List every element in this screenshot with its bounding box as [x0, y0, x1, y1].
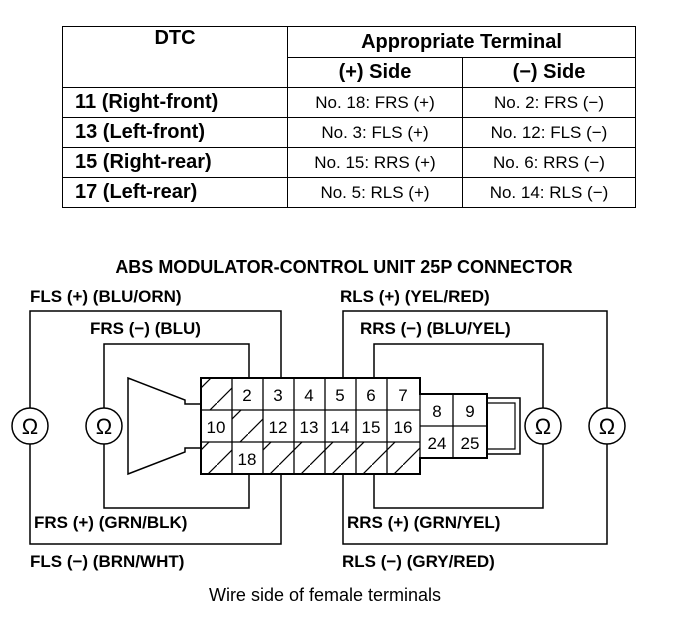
connector-body: 2 3 4 5 6 7 8 9 10 12 13 14 15 16 24 25 …	[200, 377, 488, 475]
minus-terminal: No. 12: FLS (−)	[462, 117, 636, 148]
label-frs-minus: FRS (−) (BLU)	[90, 319, 201, 338]
ohm-symbol: Ω	[96, 414, 112, 439]
ohm-symbol: Ω	[535, 414, 551, 439]
connector-latch	[127, 376, 202, 476]
header-dtc: DTC	[62, 26, 288, 88]
header-minus-side: (−) Side	[462, 57, 636, 88]
label-fls-minus: FLS (−) (BRN/WHT)	[30, 552, 184, 571]
pin-4: 4	[304, 386, 313, 405]
pin-15: 15	[362, 418, 381, 437]
connector-lock-tab-inner	[487, 402, 516, 450]
pin-16: 16	[394, 418, 413, 437]
pin-5: 5	[335, 386, 344, 405]
diagram-title: ABS MODULATOR-CONTROL UNIT 25P CONNECTOR	[115, 257, 572, 277]
pin-14: 14	[331, 418, 350, 437]
label-rls-plus: RLS (+) (YEL/RED)	[340, 287, 490, 306]
pin-6: 6	[366, 386, 375, 405]
dtc-code: 17 (Left-rear)	[62, 177, 288, 208]
ohmmeter-frs: Ω	[85, 407, 123, 445]
ohmmeter-rls: Ω	[588, 407, 626, 445]
plus-terminal: No. 5: RLS (+)	[287, 177, 463, 208]
pin-9: 9	[465, 402, 474, 421]
pin-25: 25	[461, 434, 480, 453]
pin-3: 3	[273, 386, 282, 405]
minus-terminal: No. 14: RLS (−)	[462, 177, 636, 208]
ohmmeter-fls: Ω	[11, 407, 49, 445]
label-rls-minus: RLS (−) (GRY/RED)	[342, 552, 495, 571]
wire-lines	[29, 310, 608, 545]
empty-cavity	[232, 410, 263, 442]
pin-24: 24	[428, 434, 447, 453]
pin-2: 2	[242, 386, 251, 405]
dtc-table: DTC Appropriate Terminal (+) Side (−) Si…	[62, 26, 636, 208]
header-appropriate-terminal: Appropriate Terminal	[287, 26, 636, 58]
table-row: 13 (Left-front) No. 3: FLS (+) No. 12: F…	[62, 117, 636, 148]
ohm-symbol: Ω	[599, 414, 615, 439]
label-rrs-minus: RRS (−) (BLU/YEL)	[360, 319, 511, 338]
dtc-code: 15 (Right-rear)	[62, 147, 288, 178]
table-row: 15 (Right-rear) No. 15: RRS (+) No. 6: R…	[62, 147, 636, 178]
plus-terminal: No. 15: RRS (+)	[287, 147, 463, 178]
empty-cavity	[201, 442, 232, 474]
empty-cavity	[201, 378, 232, 410]
dtc-code: 11 (Right-front)	[62, 87, 288, 118]
label-rrs-plus: RRS (+) (GRN/YEL)	[347, 513, 500, 532]
pin-12: 12	[269, 418, 288, 437]
minus-terminal: No. 6: RRS (−)	[462, 147, 636, 178]
label-frs-plus: FRS (+) (GRN/BLK)	[34, 513, 187, 532]
ohmmeter-rrs: Ω	[524, 407, 562, 445]
pin-13: 13	[300, 418, 319, 437]
pin-7: 7	[398, 386, 407, 405]
pin-10: 10	[207, 418, 226, 437]
empty-cavity	[263, 442, 420, 474]
dtc-code: 13 (Left-front)	[62, 117, 288, 148]
minus-terminal: No. 2: FRS (−)	[462, 87, 636, 118]
ohm-symbol: Ω	[22, 414, 38, 439]
table-row: 17 (Left-rear) No. 5: RLS (+) No. 14: RL…	[62, 177, 636, 208]
diagram-caption: Wire side of female terminals	[209, 585, 441, 605]
connector-lock-tab	[487, 397, 521, 455]
table-row: 11 (Right-front) No. 18: FRS (+) No. 2: …	[62, 87, 636, 118]
label-fls-plus: FLS (+) (BLU/ORN)	[30, 287, 182, 306]
pin-18: 18	[238, 450, 257, 469]
plus-terminal: No. 3: FLS (+)	[287, 117, 463, 148]
pin-8: 8	[432, 402, 441, 421]
